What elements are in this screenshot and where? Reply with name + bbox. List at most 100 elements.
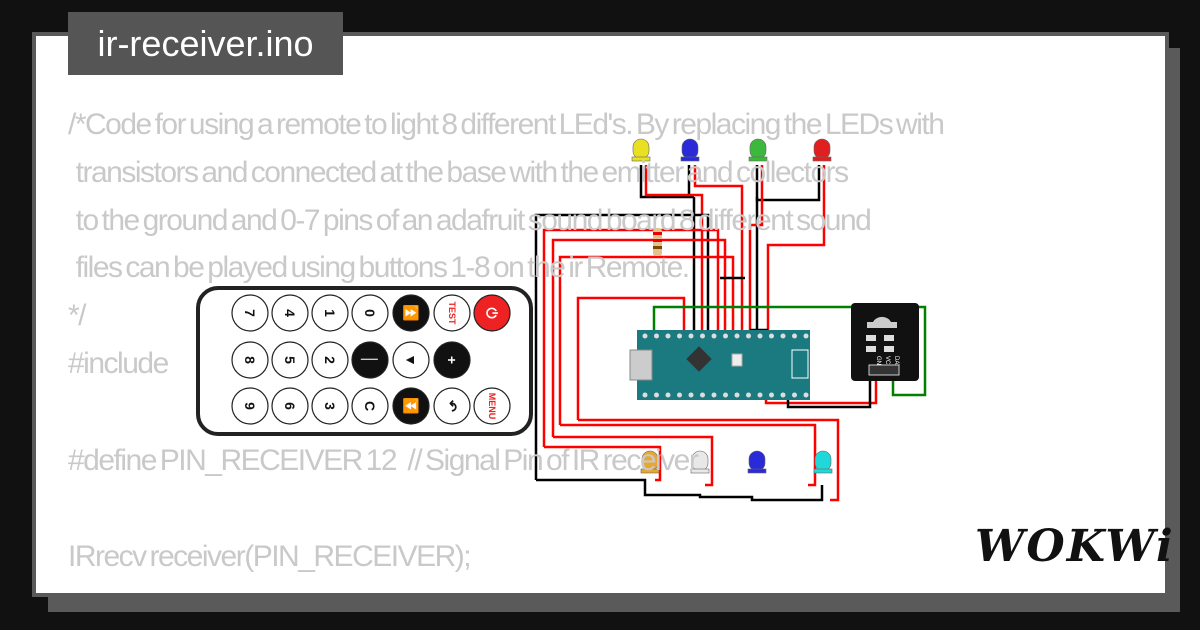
remote-button-label: │ — [360, 356, 378, 365]
signal-wire — [553, 435, 714, 487]
header-pin — [700, 392, 705, 398]
header-pin — [700, 333, 705, 339]
signal-wire — [693, 165, 744, 330]
led-top[interactable] — [680, 138, 700, 162]
remote-button-label: ⏻ — [484, 307, 500, 318]
remote-button-label: 9 — [242, 402, 258, 410]
header-pin — [780, 392, 786, 398]
remote-button-9[interactable]: 9 — [231, 387, 269, 425]
remote-button-6[interactable]: 6 — [271, 387, 309, 425]
header-pin — [746, 333, 751, 339]
code-line: IRrecv receiver(PIN_RECEIVER); — [68, 540, 472, 573]
remote-button-label: ⏬ — [402, 397, 419, 414]
remote-button-label: 8 — [242, 356, 258, 364]
code-line: #include — [68, 347, 169, 380]
led-bottom[interactable] — [747, 450, 767, 474]
signal-wire — [542, 228, 720, 447]
remote-button-label: MENU — [487, 393, 497, 420]
remote-button-skip-down[interactable]: ⏬ — [392, 387, 430, 425]
remote-button-skip-up[interactable]: ⏫ — [392, 294, 430, 332]
pin-label-dat: DAT — [893, 356, 899, 368]
code-line: /*Code for using a remote to light 8 dif… — [68, 108, 945, 141]
arduino-nano[interactable] — [629, 330, 810, 400]
remote-button-label: 6 — [282, 402, 298, 410]
remote-button-label: 1 — [322, 309, 338, 317]
remote-button-test[interactable]: TEST — [433, 294, 471, 332]
remote-button-2[interactable]: 2 — [311, 341, 349, 379]
remote-button-label: C — [362, 401, 378, 411]
signal-wire — [644, 165, 704, 330]
data-wire — [652, 305, 927, 397]
remote-button-label: 0 — [362, 309, 378, 317]
ground-wire — [755, 165, 821, 202]
header-pin — [746, 392, 751, 398]
led-bottom[interactable] — [813, 450, 833, 474]
header-pin — [734, 333, 740, 339]
ground-wire — [786, 375, 872, 409]
header-pin — [711, 333, 717, 339]
remote-button-0[interactable]: 0 — [351, 294, 389, 332]
header-pin — [665, 333, 671, 339]
header-pin — [723, 333, 728, 339]
remote-button-play[interactable]: ▼ — [392, 341, 430, 379]
led-bottom[interactable] — [640, 450, 660, 474]
ground-wire — [534, 213, 710, 480]
remote-button-label: TEST — [447, 301, 457, 325]
signal-wire — [576, 296, 686, 420]
remote-button-3[interactable]: 3 — [311, 387, 349, 425]
remote-button-label: 4 — [282, 309, 298, 317]
remote-button-label: ↶ — [444, 399, 460, 412]
header-pin — [792, 333, 797, 339]
code-line: transistors and connected at the base wi… — [68, 156, 850, 189]
header-pin — [677, 392, 682, 398]
led-top[interactable] — [748, 138, 768, 162]
code-line: */ — [68, 299, 87, 332]
header-pin — [757, 333, 763, 339]
ir-remote[interactable]: 7 4 1 0 ⏫ TEST ⏻ 8 5 2 │ ▼ +9 6 3 C ⏬ ↶ MENU — [196, 286, 533, 436]
header-pin — [654, 333, 659, 339]
header-pin — [688, 333, 694, 339]
remote-button-label: 3 — [322, 402, 338, 410]
resistor[interactable] — [653, 228, 662, 256]
led-bottom[interactable] — [690, 450, 710, 474]
remote-button-label: ⏫ — [402, 304, 419, 321]
remote-button-plus[interactable]: + — [433, 341, 471, 379]
header-pin — [642, 392, 648, 398]
ground-wire — [536, 478, 824, 502]
led-top[interactable] — [812, 138, 832, 162]
remote-button-8[interactable]: 8 — [231, 341, 269, 379]
remote-button-7[interactable]: 7 — [231, 294, 269, 332]
remote-button-label: 7 — [242, 309, 258, 317]
code-line: files can be played using buttons 1-8 on… — [68, 251, 690, 284]
pin-label-vcc: VCC — [884, 356, 890, 369]
remote-button-label: + — [444, 356, 460, 364]
remote-button-back[interactable]: ↶ — [433, 387, 471, 425]
remote-button-5[interactable]: 5 — [271, 341, 309, 379]
header-pin — [688, 392, 694, 398]
header-pin — [665, 392, 671, 398]
header-pin — [803, 333, 809, 339]
pin-label-gnd: GND — [875, 356, 881, 370]
code-line: to the ground and 0-7 pins of an adafrui… — [68, 204, 872, 237]
header-pin — [723, 392, 728, 398]
ground-wire — [639, 165, 694, 199]
remote-button-1[interactable]: 1 — [311, 294, 349, 332]
signal-wire — [748, 165, 764, 330]
code-line: #define PIN_RECEIVER 12 // Signal Pin of… — [68, 444, 699, 477]
remote-button-power[interactable]: ⏻ — [473, 294, 511, 332]
ir-receiver-module[interactable]: GND VCC DAT — [851, 303, 919, 381]
remote-button-menu[interactable]: MENU — [473, 387, 511, 425]
remote-button-minus[interactable]: │ — [351, 341, 389, 379]
remote-button-4[interactable]: 4 — [271, 294, 309, 332]
header-pin — [734, 392, 740, 398]
led-top[interactable] — [631, 138, 651, 162]
remote-button-c[interactable]: C — [351, 387, 389, 425]
remote-button-label: ▼ — [403, 353, 419, 367]
remote-button-label: 2 — [322, 356, 338, 364]
signal-wire — [766, 165, 826, 330]
signal-wire — [544, 445, 662, 482]
signal-wire — [578, 418, 840, 502]
header-pin — [654, 392, 659, 398]
header-pin — [769, 392, 774, 398]
